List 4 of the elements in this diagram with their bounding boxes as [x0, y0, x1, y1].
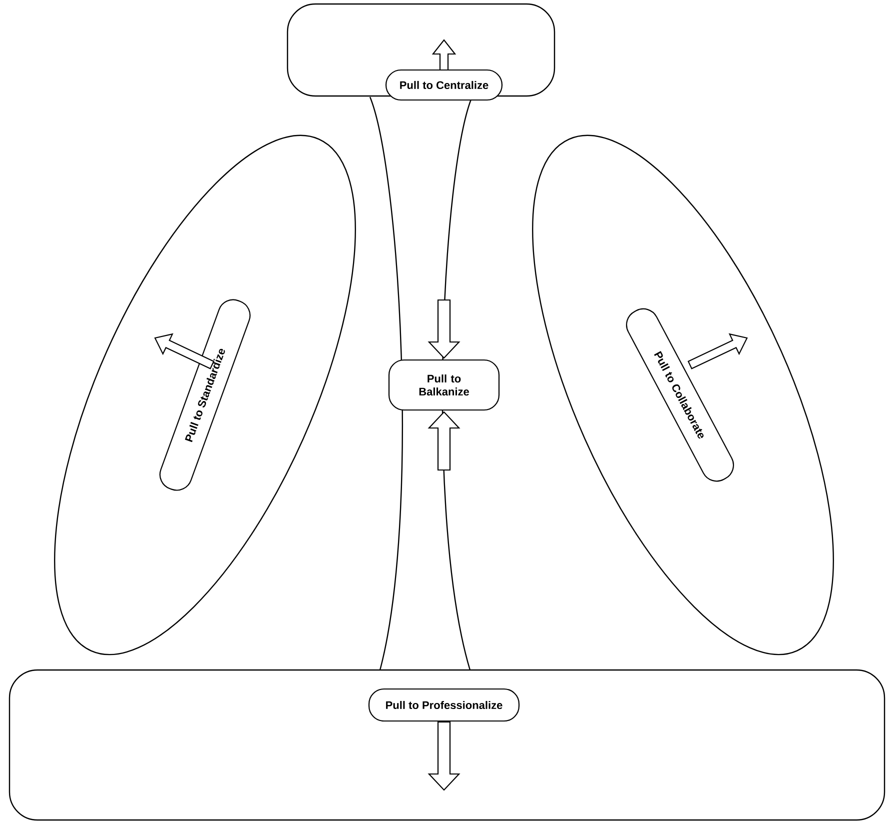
pill-label: Pull to Centralize: [385, 69, 503, 101]
pill-label: Pull to Balkanize: [388, 359, 500, 411]
region-box: [8, 669, 886, 821]
pill-label: Pull to Professionalize: [368, 688, 520, 722]
